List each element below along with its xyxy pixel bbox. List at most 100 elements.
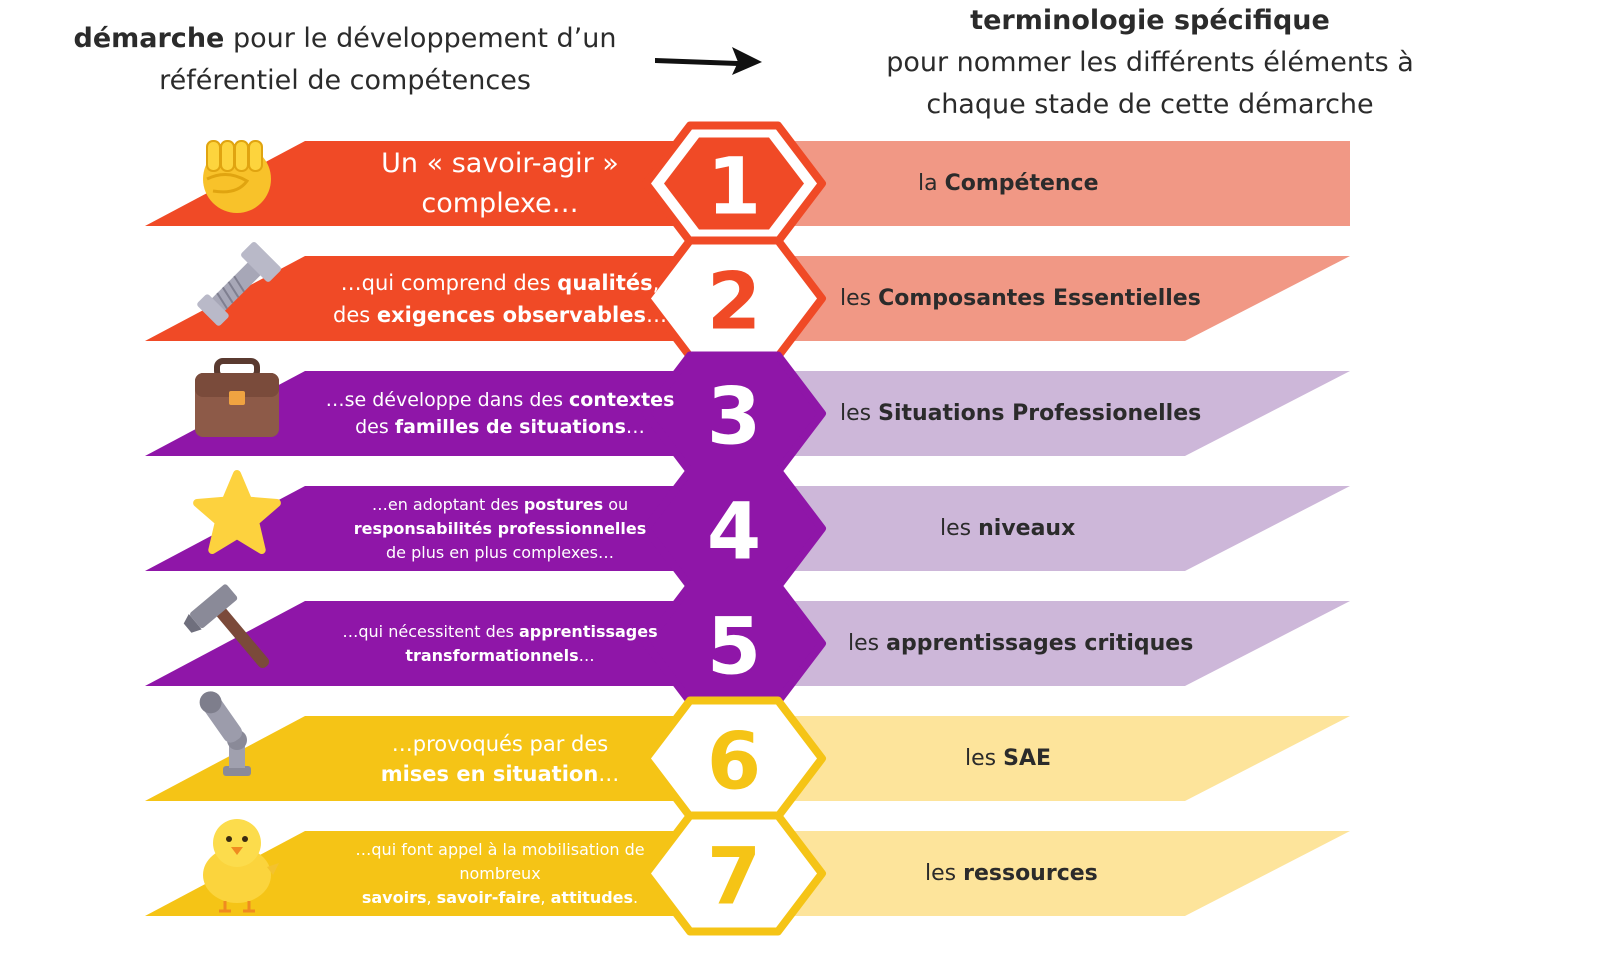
description-segment: …en adoptant des	[371, 494, 524, 514]
description-line: transformationnels…	[310, 644, 690, 668]
description-segment: de plus en plus complexes…	[386, 542, 614, 562]
left-band-1	[145, 141, 680, 226]
description-segment: …	[645, 302, 667, 327]
description-segment: …se développe dans des	[325, 388, 570, 411]
description-segment: familles de situations	[394, 415, 626, 438]
left-band-7	[145, 831, 680, 916]
description-line: complexe…	[310, 184, 690, 224]
step-number-6: 6	[707, 718, 761, 808]
right-band-3	[785, 371, 1350, 456]
step-term-2: les Composantes Essentielles	[840, 284, 1201, 314]
chick-icon	[203, 819, 279, 913]
description-line: …qui comprend des qualités,	[310, 267, 690, 299]
left-header: démarche pour le développement d’un réfé…	[40, 18, 650, 102]
description-segment: Un « savoir-agir »	[381, 147, 619, 179]
term-segment: la	[918, 170, 945, 196]
description-segment: responsabilités professionnelles	[353, 518, 647, 538]
description-segment: ,	[652, 270, 660, 295]
right-header: terminologie spécifique pour nommer les d…	[860, 0, 1440, 126]
description-segment: .	[633, 887, 639, 907]
description-line: responsabilités professionnelles	[310, 517, 690, 541]
description-segment: contextes	[569, 388, 675, 411]
term-segment: niveaux	[978, 515, 1076, 541]
hexagon-7	[642, 811, 826, 936]
description-segment: …	[598, 761, 620, 786]
description-segment: savoir-faire	[436, 887, 541, 907]
description-line: …se développe dans des contextes	[310, 387, 690, 414]
description-segment: nombreux	[459, 863, 541, 883]
step-number-7: 7	[707, 833, 761, 923]
right-header-rest: pour nommer les différents éléments à ch…	[886, 47, 1414, 120]
term-segment: les	[940, 515, 979, 541]
description-segment: …	[625, 415, 645, 438]
right-header-bold: terminologie spécifique	[970, 5, 1330, 36]
description-line: savoirs, savoir-faire, attitudes.	[310, 886, 690, 910]
description-segment: exigences observables	[376, 302, 646, 327]
left-band-4	[145, 486, 680, 571]
description-segment: …	[578, 645, 595, 665]
left-band-6	[145, 716, 680, 801]
step-number-2: 2	[707, 258, 761, 348]
description-segment: transformationnels	[405, 645, 579, 665]
description-line: …provoqués par des	[310, 729, 690, 759]
step-term-6: les SAE	[965, 744, 1051, 774]
term-segment: SAE	[1003, 745, 1052, 771]
right-band-2	[785, 256, 1350, 341]
description-segment: mises en situation	[380, 761, 599, 786]
left-band-5	[145, 601, 680, 686]
description-line: des familles de situations…	[310, 414, 690, 441]
description-segment: des	[333, 302, 377, 327]
step-description-5: …qui nécessitent des apprentissages trans…	[310, 620, 690, 668]
step-description-6: …provoqués par des mises en situation…	[310, 729, 690, 789]
description-segment: apprentissages	[518, 621, 658, 641]
term-segment: Compétence	[944, 170, 1099, 196]
description-segment: ,	[540, 887, 551, 907]
description-segment: …qui font appel à la mobilisation de	[355, 839, 645, 859]
term-segment: les	[965, 745, 1004, 771]
term-segment: ressources	[963, 860, 1098, 886]
step-term-5: les apprentissages critiques	[848, 629, 1193, 659]
left-header-rest: pour le développement d’un référentiel d…	[159, 23, 617, 96]
term-segment: les	[848, 630, 887, 656]
description-line: des exigences observables…	[310, 299, 690, 331]
term-segment: les	[840, 400, 879, 426]
left-band-2	[145, 256, 680, 341]
description-segment: …provoqués par des	[391, 731, 609, 756]
step-number-5: 5	[707, 603, 761, 693]
star-icon	[193, 470, 281, 554]
briefcase-icon	[195, 358, 279, 437]
term-segment: les	[840, 285, 879, 311]
description-segment: qualités	[557, 270, 653, 295]
step-number-1: 1	[707, 143, 761, 233]
fist-icon	[203, 140, 271, 213]
description-line: mises en situation…	[310, 759, 690, 789]
right-band-4	[785, 486, 1350, 571]
description-segment: postures	[523, 494, 604, 514]
right-band-6	[785, 716, 1350, 801]
description-line: …en adoptant des postures ou	[310, 493, 690, 517]
step-number-4: 4	[707, 488, 761, 578]
term-segment: Composantes Essentielles	[878, 285, 1201, 311]
description-line: nombreux	[310, 862, 690, 886]
description-line: Un « savoir-agir »	[310, 144, 690, 184]
description-segment: des	[355, 415, 395, 438]
step-description-7: …qui font appel à la mobilisation de nomb…	[310, 838, 690, 910]
description-segment: savoirs	[361, 887, 427, 907]
bolt-icon	[197, 241, 282, 326]
description-segment: ,	[426, 887, 437, 907]
left-header-bold: démarche	[73, 23, 225, 54]
term-segment: Situations Professionelles	[878, 400, 1202, 426]
right-band-5	[785, 601, 1350, 686]
robot-arm-icon	[199, 691, 251, 776]
step-description-1: Un « savoir-agir » complexe…	[310, 144, 690, 224]
right-band-1	[785, 141, 1350, 226]
description-segment: …qui nécessitent des	[342, 621, 519, 641]
step-term-3: les Situations Professionelles	[840, 399, 1201, 429]
description-line: de plus en plus complexes…	[310, 541, 690, 565]
right-band-7	[785, 831, 1350, 916]
description-segment: …qui comprend des	[340, 270, 558, 295]
step-description-2: …qui comprend des qualités,des exigences…	[310, 267, 690, 331]
term-segment: apprentissages critiques	[886, 630, 1194, 656]
